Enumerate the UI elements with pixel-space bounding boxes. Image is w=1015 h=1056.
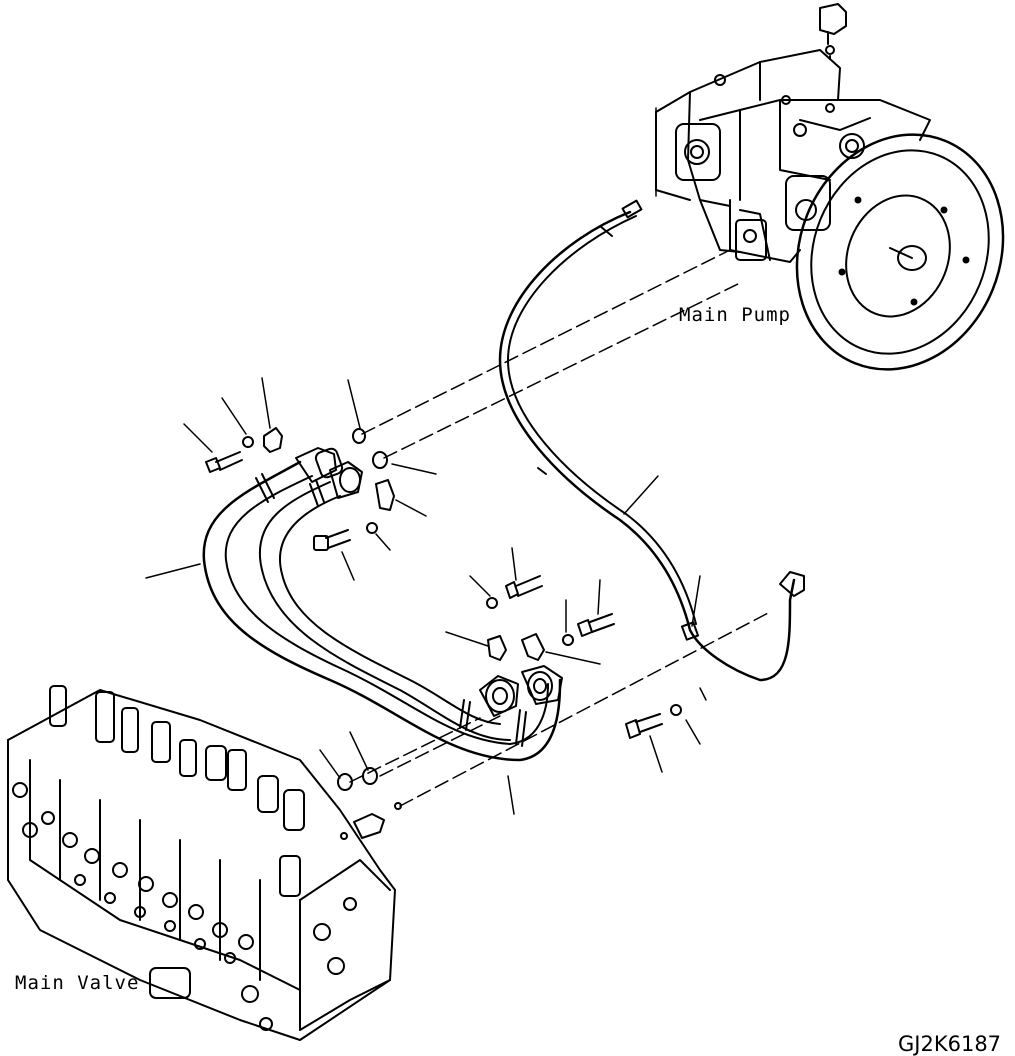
leader-lines	[145, 377, 701, 815]
main-valve	[7, 685, 396, 1041]
alignment-lines	[349, 107, 771, 807]
drawing-code: GJ2K6187	[898, 1032, 1002, 1056]
main-pump	[655, 3, 1005, 371]
hose-assembly-large	[202, 447, 563, 762]
main-pump-label: Main Pump	[679, 304, 791, 326]
pilot-hose	[498, 199, 805, 682]
main-valve-label: Main Valve	[15, 972, 140, 994]
small-parts	[205, 427, 682, 840]
